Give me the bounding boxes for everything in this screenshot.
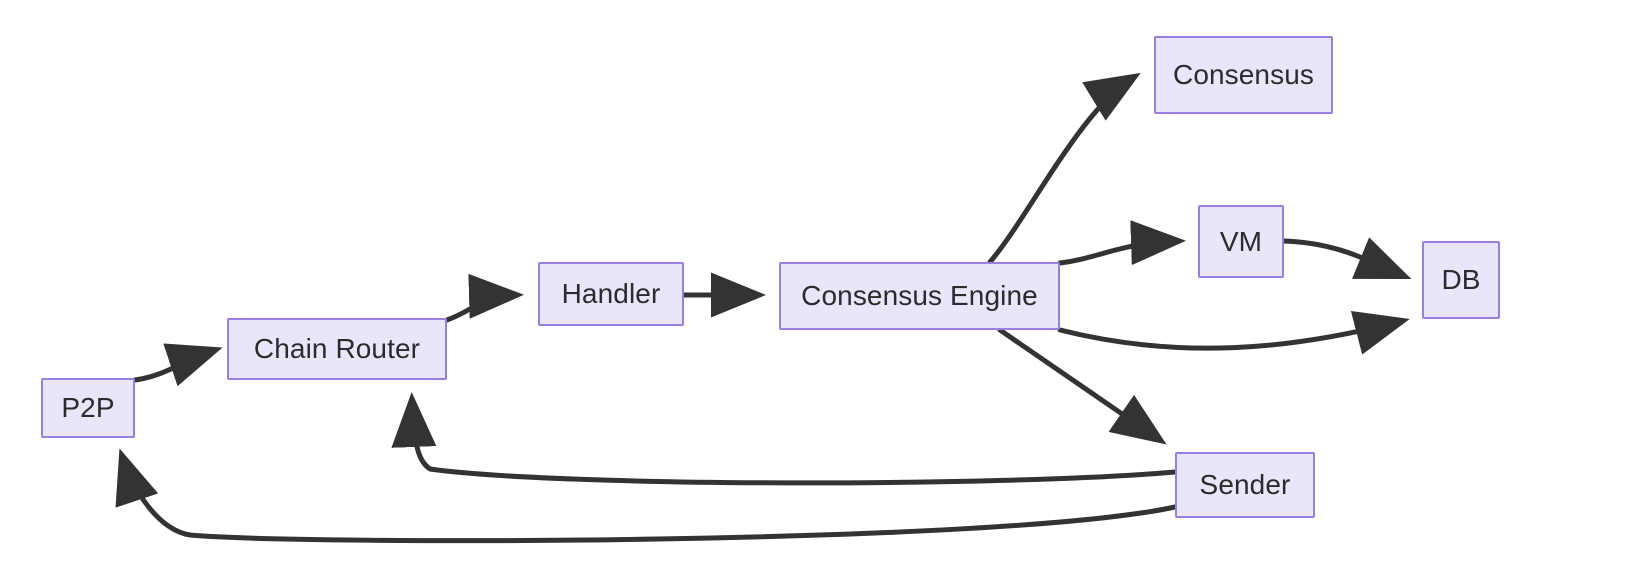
- node-consensus-engine[interactable]: Consensus Engine: [779, 262, 1060, 330]
- node-sender-label: Sender: [1199, 469, 1291, 500]
- node-handler-label: Handler: [561, 278, 661, 309]
- node-consensus-label: Consensus: [1173, 59, 1314, 90]
- node-sender[interactable]: Sender: [1175, 452, 1315, 518]
- node-consensus-engine-label: Consensus Engine: [801, 280, 1038, 311]
- edge-sender-to-p2p: [115, 448, 1178, 544]
- node-chain-router-label: Chain Router: [253, 333, 421, 364]
- edge-vm-to-db: [1281, 237, 1412, 280]
- node-db-label: DB: [1441, 264, 1481, 295]
- edge-chain-router-to-handler: [444, 273, 524, 323]
- edge-p2p-to-chain-router: [132, 343, 223, 387]
- node-handler[interactable]: Handler: [538, 262, 684, 326]
- node-consensus[interactable]: Consensus: [1154, 36, 1333, 114]
- node-p2p[interactable]: P2P: [41, 378, 135, 438]
- edge-consensus-engine-to-consensus: [987, 72, 1141, 265]
- node-vm[interactable]: VM: [1198, 205, 1284, 278]
- edge-sender-to-chain-router: [391, 392, 1178, 486]
- node-p2p-label: P2P: [61, 392, 115, 423]
- edge-consensus-engine-to-sender: [997, 327, 1167, 445]
- edge-consensus-engine-to-vm: [1057, 220, 1186, 266]
- node-vm-label: VM: [1219, 225, 1263, 257]
- node-db[interactable]: DB: [1422, 241, 1500, 319]
- node-chain-router[interactable]: Chain Router: [227, 318, 447, 380]
- edge-consensus-engine-to-db: [1057, 310, 1410, 355]
